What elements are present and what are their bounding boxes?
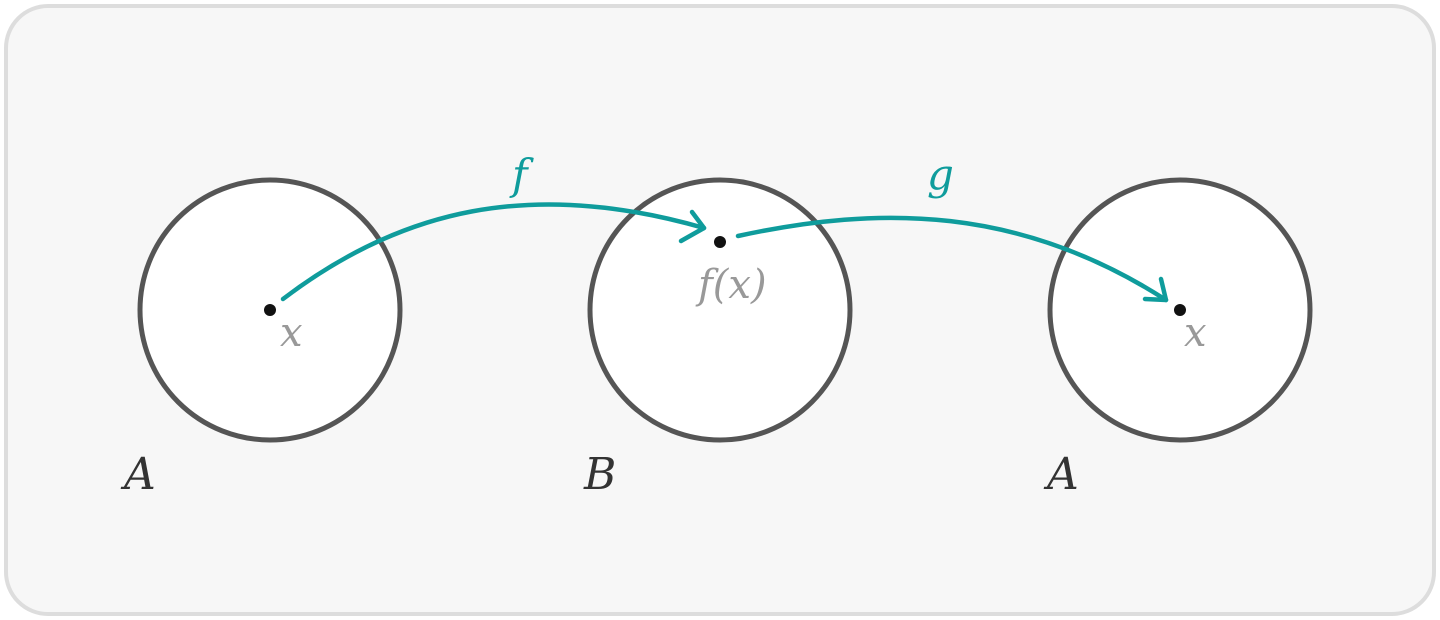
- map-f-label: f: [509, 150, 534, 199]
- element-fx-point: [714, 236, 726, 248]
- map-g-label: g: [927, 150, 954, 199]
- set-b-circle: [587, 177, 853, 443]
- set-a-label: A: [120, 449, 156, 500]
- set-b-label: B: [583, 449, 616, 500]
- element-fx-label: f(x): [695, 262, 767, 308]
- element-x-prime-point: [1174, 304, 1186, 316]
- set-a-prime-label: A: [1043, 449, 1079, 500]
- element-x-point: [264, 304, 276, 316]
- element-x-prime-label: x: [1184, 310, 1207, 356]
- map-g-arrow: [735, 215, 1169, 303]
- map-f-arrow: [280, 202, 707, 302]
- element-x-label: x: [280, 310, 303, 356]
